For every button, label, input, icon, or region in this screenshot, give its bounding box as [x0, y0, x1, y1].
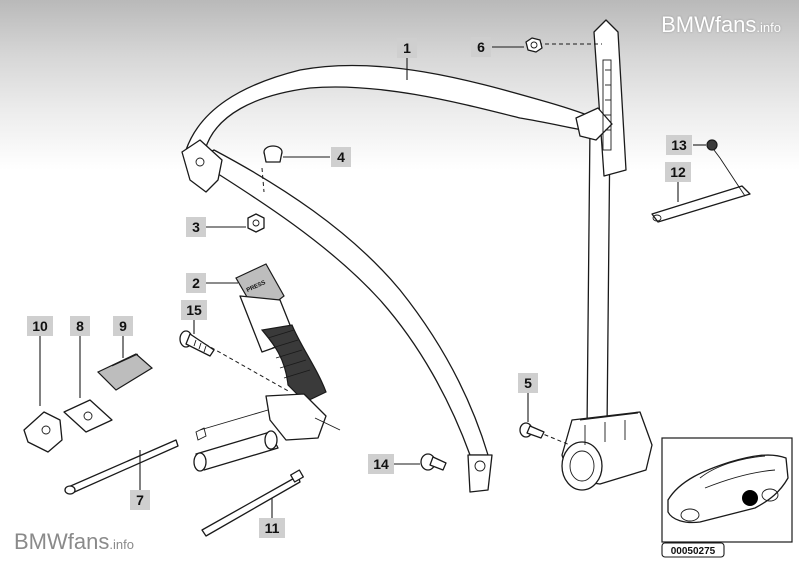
bolt-5 [519, 422, 545, 439]
callout-9: 9 [113, 316, 133, 336]
height-adjuster-rail [575, 19, 627, 177]
callout-10: 10 [27, 316, 53, 336]
callout-2-label: 2 [192, 275, 200, 291]
callout-15-label: 15 [186, 302, 202, 318]
buckle-assembly: PRESS [193, 263, 341, 472]
callout-15: 15 [181, 300, 207, 320]
callout-14-label: 14 [373, 456, 389, 472]
callout-3: 3 [186, 217, 206, 237]
belt-retractor [561, 411, 653, 491]
callout-1: 1 [397, 38, 417, 58]
callout-13-label: 13 [671, 137, 687, 153]
clip-10 [23, 411, 63, 453]
callout-2: 2 [186, 273, 206, 293]
callout-6: 6 [471, 37, 491, 57]
callout-10-label: 10 [32, 318, 48, 334]
nut-3 [247, 213, 265, 233]
seat-belt-strap [185, 64, 611, 456]
callout-9-label: 9 [119, 318, 127, 334]
callout-14: 14 [368, 454, 394, 474]
callout-12: 12 [665, 162, 691, 182]
callout-4-label: 4 [337, 149, 345, 165]
cable-tie-11 [201, 469, 304, 537]
callout-3-label: 3 [192, 219, 200, 235]
callout-12-label: 12 [670, 164, 686, 180]
callout-5: 5 [518, 373, 538, 393]
plate-8 [63, 399, 113, 433]
bolt-14 [420, 453, 447, 471]
callout-11-label: 11 [265, 520, 280, 536]
cable-7 [64, 439, 179, 495]
callout-11: 11 [259, 518, 285, 538]
lower-anchor-plate [467, 454, 493, 493]
callout-8-label: 8 [76, 318, 84, 334]
callout-5-label: 5 [524, 375, 532, 391]
upper-anchor-bracket [181, 139, 223, 193]
nut-6 [525, 37, 543, 53]
watermark-suffix: .info [756, 20, 781, 35]
cover-9 [96, 353, 154, 391]
watermark-brand: BMWfans [661, 12, 757, 37]
callout-7-label: 7 [136, 492, 144, 508]
callout-8: 8 [70, 316, 90, 336]
strap-bar-12 [651, 157, 751, 223]
callout-7: 7 [130, 490, 150, 510]
bolt-13 [706, 139, 721, 159]
reference-code: 00050275 [671, 546, 716, 557]
guide-line-bolt-5 [537, 431, 571, 446]
watermark-bottom: BMWfans.info [14, 529, 134, 555]
callout-4: 4 [331, 147, 351, 167]
watermark-top: BMWfans.info [661, 12, 781, 38]
car-location-inset: 00050275 [661, 437, 793, 558]
watermark-bottom-suffix: .info [109, 537, 134, 552]
callout-13: 13 [666, 135, 692, 155]
bolt-15 [179, 330, 215, 357]
guide-line-bolt-15 [204, 343, 291, 393]
callout-6-label: 6 [477, 39, 485, 55]
cap-4 [263, 145, 283, 163]
callout-1-label: 1 [403, 40, 411, 56]
watermark-bottom-brand: BMWfans [14, 529, 110, 554]
